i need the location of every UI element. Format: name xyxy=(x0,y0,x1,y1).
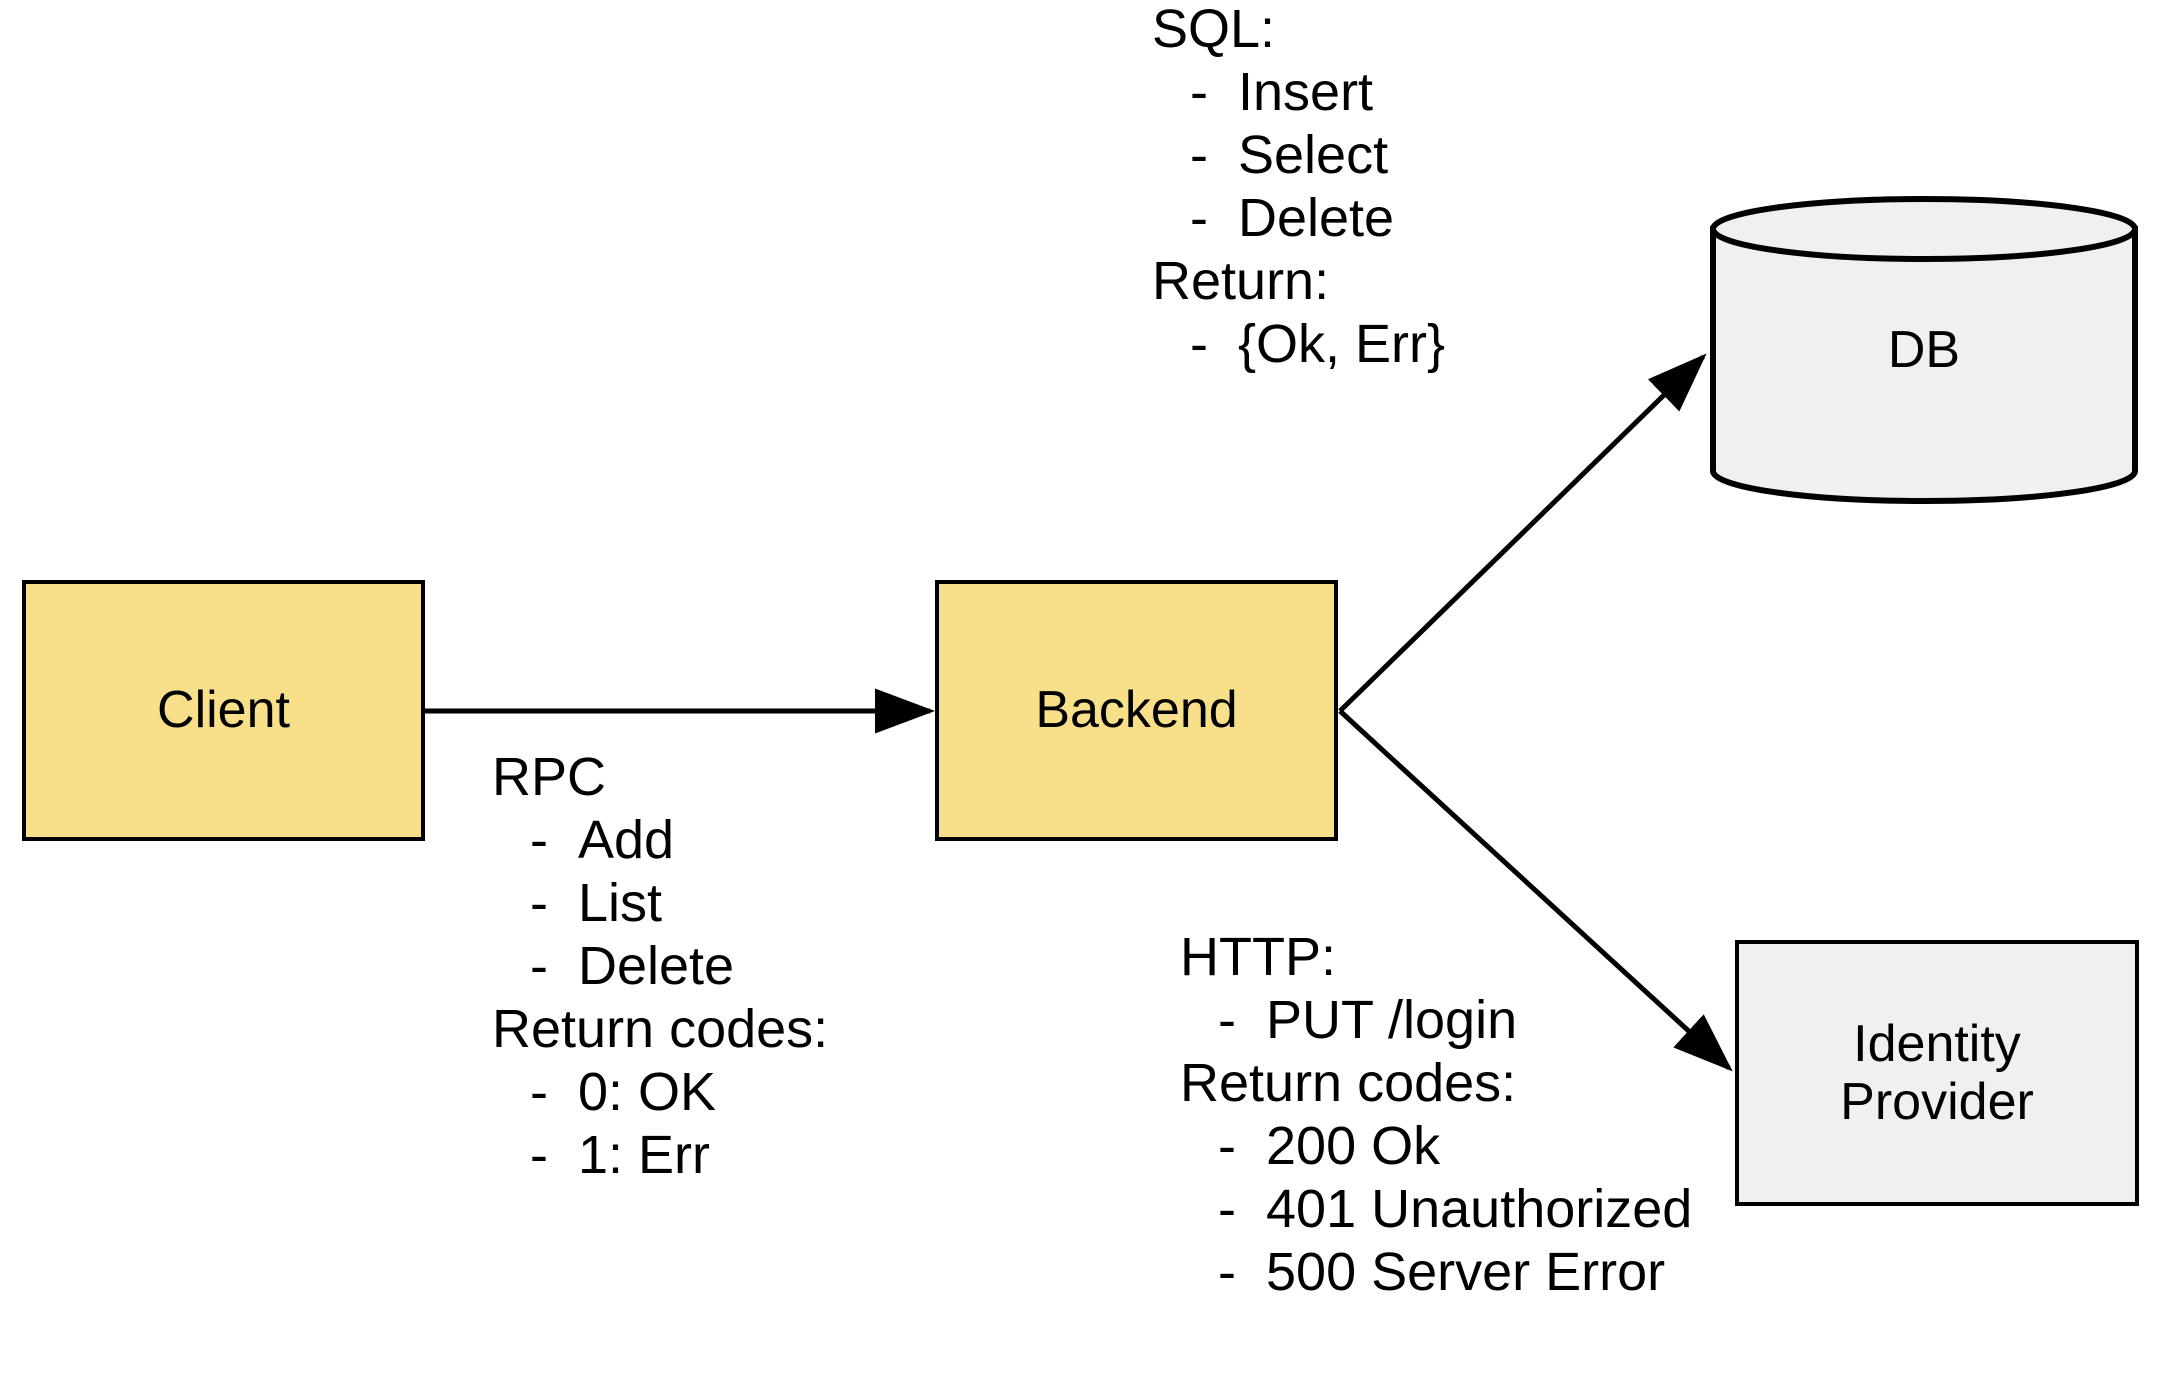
list-item: -Delete xyxy=(492,939,828,993)
list-item-label: Insert xyxy=(1238,62,1374,122)
annotation-rpc-return-codes: -0: OK -1: Err xyxy=(492,1065,828,1182)
edge-backend-to-db xyxy=(1338,353,1707,713)
list-item: -Add xyxy=(492,813,828,867)
list-item: -0: OK xyxy=(492,1065,828,1119)
list-item: -List xyxy=(492,876,828,930)
bullet-dash: - xyxy=(530,810,548,870)
annotation-http-return-codes: -200 Ok -401 Unauthorized -500 Server Er… xyxy=(1180,1119,1692,1299)
bullet-dash: - xyxy=(1190,188,1208,248)
bullet-dash: - xyxy=(1218,1116,1236,1176)
bullet-dash: - xyxy=(530,1125,548,1185)
bullet-dash: - xyxy=(1190,314,1208,374)
node-client[interactable]: Client xyxy=(22,580,425,841)
list-item: -Delete xyxy=(1152,191,1445,245)
annotation-sql: SQL: -Insert -Select -Delete Return: -{O… xyxy=(1152,2,1445,380)
annotation-rpc-heading: RPC xyxy=(492,747,607,807)
annotation-rpc-return-heading: Return codes: xyxy=(492,999,829,1059)
list-item-label: 401 Unauthorized xyxy=(1266,1179,1693,1239)
list-item-label: 0: OK xyxy=(578,1062,717,1122)
list-item: -Select xyxy=(1152,128,1445,182)
list-item: -PUT /login xyxy=(1180,993,1692,1047)
list-item: -Insert xyxy=(1152,65,1445,119)
annotation-rpc: RPC -Add -List -Delete Return codes: -0:… xyxy=(492,750,828,1191)
list-item-label: 200 Ok xyxy=(1266,1116,1441,1176)
annotation-rpc-operations: -Add -List -Delete xyxy=(492,813,828,993)
node-db[interactable]: DB xyxy=(1710,196,2138,504)
annotation-http-heading: HTTP: xyxy=(1180,927,1336,987)
bullet-dash: - xyxy=(1218,1179,1236,1239)
bullet-dash: - xyxy=(1190,62,1208,122)
bullet-dash: - xyxy=(1190,125,1208,185)
node-identity-provider[interactable]: Identity Provider xyxy=(1735,940,2139,1206)
node-identity-provider-label: Identity Provider xyxy=(1840,1015,2034,1131)
annotation-sql-operations: -Insert -Select -Delete xyxy=(1152,65,1445,245)
list-item: -500 Server Error xyxy=(1180,1245,1692,1299)
database-cylinder-icon xyxy=(1710,196,2138,504)
annotation-sql-heading: SQL: xyxy=(1152,0,1276,59)
node-backend[interactable]: Backend xyxy=(935,580,1338,841)
list-item-label: Add xyxy=(578,810,675,870)
bullet-dash: - xyxy=(1218,990,1236,1050)
node-backend-label: Backend xyxy=(1035,681,1238,740)
bullet-dash: - xyxy=(530,1062,548,1122)
list-item: -1: Err xyxy=(492,1128,828,1182)
annotation-http: HTTP: -PUT /login Return codes: -200 Ok … xyxy=(1180,930,1692,1308)
list-item-label: List xyxy=(578,873,663,933)
annotation-http-return-heading: Return codes: xyxy=(1180,1053,1517,1113)
list-item-label: 500 Server Error xyxy=(1266,1242,1666,1302)
annotation-http-operations: -PUT /login xyxy=(1180,993,1692,1047)
list-item-label: Select xyxy=(1238,125,1389,185)
list-item: -200 Ok xyxy=(1180,1119,1692,1173)
list-item: -401 Unauthorized xyxy=(1180,1182,1692,1236)
list-item-label: Delete xyxy=(578,936,735,996)
node-identity-provider-label-line2: Provider xyxy=(1840,1073,2034,1131)
list-item-label: PUT /login xyxy=(1266,990,1518,1050)
list-item: -{Ok, Err} xyxy=(1152,317,1445,371)
node-db-label: DB xyxy=(1887,321,1961,379)
bullet-dash: - xyxy=(530,936,548,996)
annotation-sql-return-heading: Return: xyxy=(1152,251,1330,311)
annotation-sql-return-values: -{Ok, Err} xyxy=(1152,317,1445,371)
bullet-dash: - xyxy=(1218,1242,1236,1302)
list-item-label: 1: Err xyxy=(578,1125,711,1185)
bullet-dash: - xyxy=(530,873,548,933)
list-item-label: {Ok, Err} xyxy=(1238,314,1446,374)
list-item-label: Delete xyxy=(1238,188,1395,248)
node-client-label: Client xyxy=(157,681,290,740)
node-identity-provider-label-line1: Identity xyxy=(1853,1014,2021,1073)
